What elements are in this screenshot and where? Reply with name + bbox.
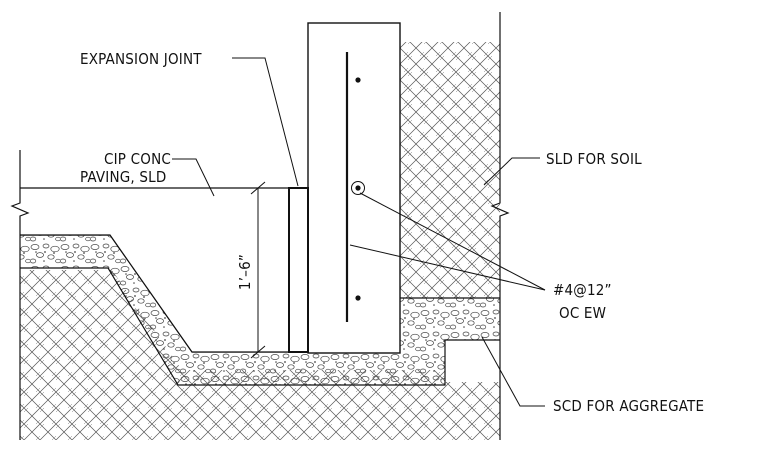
rebar-dot-1 (355, 77, 361, 83)
concrete-paving-slab (20, 188, 308, 352)
rebar-leader-2 (349, 244, 546, 291)
rebar-dot-2 (351, 181, 365, 195)
rebar-leader-1 (359, 192, 546, 291)
rebar-label-line1: #4@12” (553, 281, 612, 299)
dimension-tick-top (250, 181, 266, 195)
rebar-dot-3 (355, 295, 361, 301)
expansion-joint-label: EXPANSION JOINT (80, 50, 202, 68)
sld-soil-leader (483, 157, 540, 186)
rebar-label-line2: OC EW (559, 304, 606, 322)
aggregate-bottom-edge (20, 267, 500, 386)
scd-aggregate-label: SCD FOR AGGREGATE (553, 397, 704, 415)
rebar-dot-2-center (355, 185, 361, 191)
aggregate-layer (20, 235, 500, 385)
expansion-joint-filler (288, 187, 309, 353)
right-break-line (490, 12, 510, 440)
left-break-line (10, 150, 30, 440)
dimension-text: 1’–6” (236, 254, 254, 290)
soil-right-region (400, 42, 500, 298)
cip-paving-label-line2: PAVING, SLD (80, 168, 166, 186)
slab-bottom-edge (20, 234, 308, 353)
cip-paving-label-line1: CIP CONC (104, 150, 171, 168)
dimension-tick-bottom (250, 345, 266, 359)
sld-soil-label: SLD FOR SOIL (546, 150, 642, 168)
cip-paving-leader (172, 158, 215, 197)
concrete-wall (307, 22, 401, 354)
aggregate-leader (481, 336, 545, 407)
expansion-joint-leader (232, 57, 299, 187)
